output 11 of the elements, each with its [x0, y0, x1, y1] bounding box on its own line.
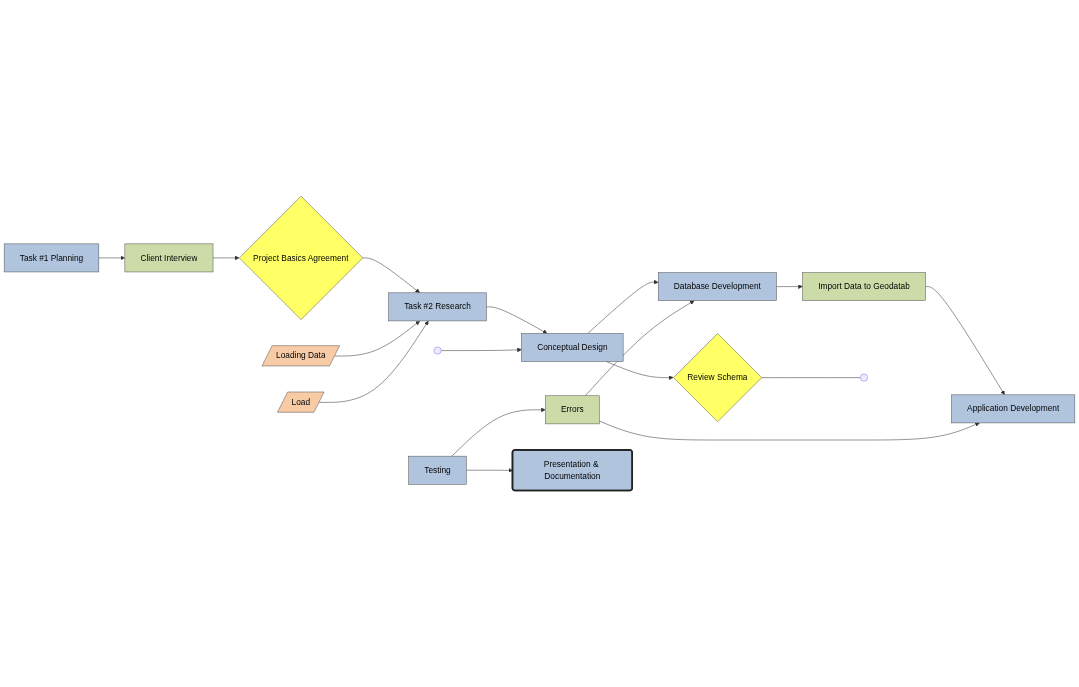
node-box: Client Interview	[124, 243, 214, 273]
node-box: Testing	[408, 456, 467, 485]
node-box: Task #2 Research	[388, 292, 487, 322]
node-diamond: Review Schema	[673, 333, 763, 423]
node-box: Application Development	[951, 394, 1076, 424]
node-box: Database Development	[657, 272, 777, 302]
node-box: Conceptual Design	[521, 333, 624, 362]
node-box: Errors	[545, 395, 600, 425]
node-box: Import Data to Geodatab	[802, 272, 926, 302]
node-box: Task #1 Planning	[3, 243, 100, 273]
node-diamond: Project Basics Agreement	[239, 196, 364, 321]
